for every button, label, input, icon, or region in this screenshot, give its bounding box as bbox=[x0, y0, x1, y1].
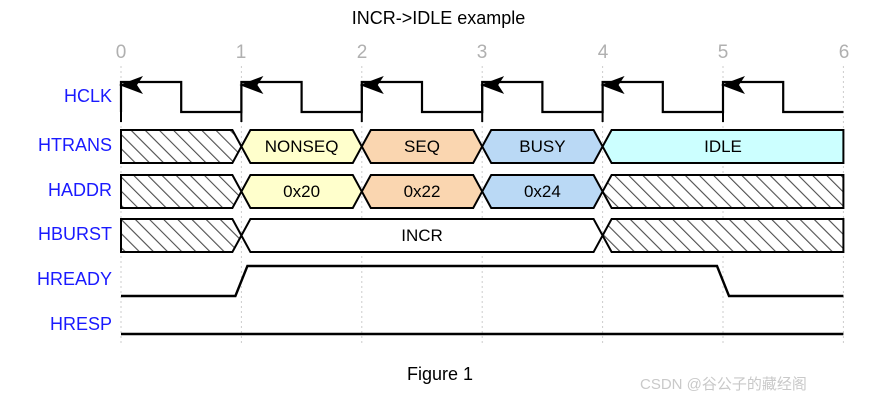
bus-segment-hburst-1 bbox=[240, 218, 604, 253]
bus-segment-htrans-3 bbox=[481, 129, 604, 164]
bus-segment-haddr-1 bbox=[240, 174, 363, 209]
figure-caption: Figure 1 bbox=[406, 364, 474, 384]
cycle-number-6: 6 bbox=[838, 42, 850, 63]
signal-label-hready: HREADY bbox=[36, 269, 112, 289]
bus-label-htrans-4: IDLE bbox=[704, 137, 742, 156]
bus-row-haddr: 0x20 0x22 0x24 bbox=[120, 174, 845, 209]
signal-label-htrans: HTRANS bbox=[37, 135, 112, 155]
signal-label-column: HCLK HTRANS HADDR HBURST HREADY HRESP bbox=[0, 0, 112, 403]
bus-segment-haddr-4 bbox=[601, 174, 845, 209]
bus-label-haddr-3: 0x24 bbox=[524, 182, 561, 201]
bus-row-htrans: NONSEQ SEQ BUSY IDLE bbox=[120, 129, 845, 164]
bus-segment-htrans-1 bbox=[240, 129, 363, 164]
waveform-hready bbox=[121, 264, 844, 298]
bus-label-htrans-3: BUSY bbox=[519, 137, 565, 156]
bus-segment-haddr-3 bbox=[481, 174, 604, 209]
bus-label-htrans-2: SEQ bbox=[404, 137, 440, 156]
cycle-number-1: 1 bbox=[235, 42, 247, 63]
signal-label-hclk: HCLK bbox=[63, 86, 112, 106]
bus-label-hburst-1: INCR bbox=[401, 226, 443, 245]
bus-segment-htrans-0 bbox=[120, 129, 243, 164]
bus-segment-hburst-2 bbox=[601, 218, 845, 253]
watermark: CSDN @谷公子的藏经阁 bbox=[640, 376, 807, 393]
bus-segment-haddr-2 bbox=[360, 174, 484, 209]
bus-segment-hburst-0 bbox=[120, 218, 243, 253]
cycle-number-4: 4 bbox=[597, 42, 609, 63]
signal-label-haddr: HADDR bbox=[47, 180, 112, 200]
bus-segment-htrans-4 bbox=[601, 129, 845, 164]
cycle-number-2: 2 bbox=[356, 42, 368, 63]
bus-label-haddr-2: 0x22 bbox=[404, 182, 441, 201]
bus-segment-haddr-0 bbox=[120, 174, 243, 209]
cycle-number-0: 0 bbox=[115, 42, 127, 63]
bus-label-htrans-1: NONSEQ bbox=[265, 137, 339, 156]
bus-label-haddr-1: 0x20 bbox=[283, 182, 320, 201]
page-title: INCR->IDLE example bbox=[351, 8, 526, 28]
bus-segment-htrans-2 bbox=[360, 129, 484, 164]
signal-label-hresp: HRESP bbox=[49, 314, 112, 334]
signal-label-hburst: HBURST bbox=[37, 224, 112, 244]
cycle-number-5: 5 bbox=[717, 42, 729, 63]
cycle-number-3: 3 bbox=[476, 42, 488, 63]
bus-row-hburst: INCR bbox=[120, 218, 845, 253]
